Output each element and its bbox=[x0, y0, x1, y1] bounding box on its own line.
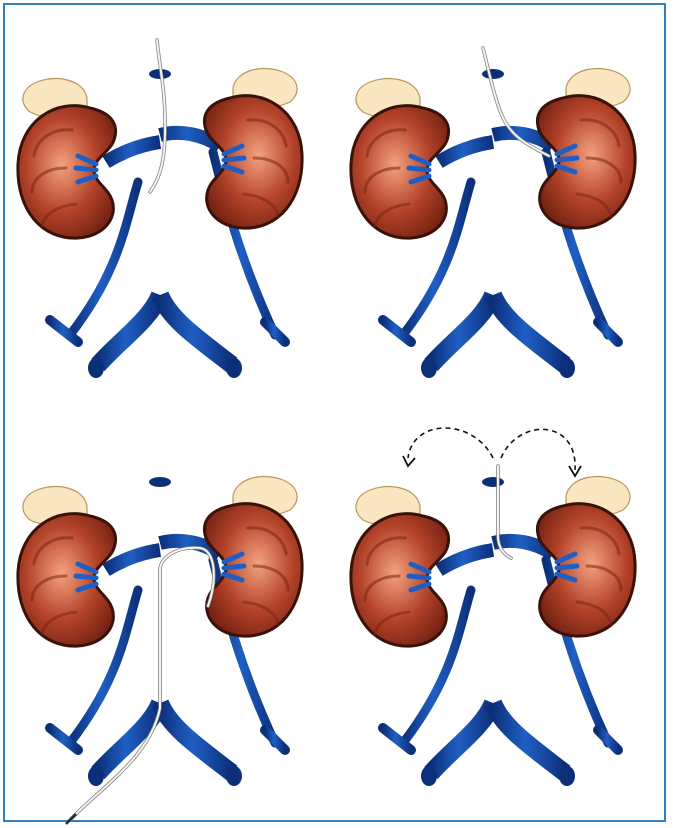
dashed-arrow-right bbox=[501, 429, 575, 470]
panel-3 bbox=[10, 418, 340, 828]
panel-1 bbox=[10, 10, 340, 420]
illustration-svg bbox=[10, 10, 340, 420]
kidney-right bbox=[18, 487, 116, 647]
kidney-left bbox=[204, 477, 302, 637]
dashed-arrow-left bbox=[408, 428, 493, 458]
kidney-right bbox=[351, 79, 449, 239]
iliac-vein-left bbox=[493, 295, 565, 365]
arrowhead-left-icon bbox=[403, 456, 415, 466]
illustration-svg bbox=[343, 418, 673, 828]
kidney-right bbox=[351, 487, 449, 647]
kidney-left bbox=[537, 69, 635, 229]
illustration-svg bbox=[10, 418, 340, 828]
iliac-vein-left bbox=[160, 295, 232, 365]
iliac-vein-left bbox=[493, 703, 565, 773]
kidney-left bbox=[204, 69, 302, 229]
illustration-svg bbox=[343, 10, 673, 420]
iliac-vein-right bbox=[431, 703, 493, 773]
iliac-vein-right bbox=[98, 295, 160, 365]
iliac-vein-left bbox=[160, 703, 232, 773]
kidney-right bbox=[18, 79, 116, 239]
kidney-left bbox=[537, 477, 635, 637]
figure-frame bbox=[3, 3, 666, 822]
catheter-hub bbox=[66, 814, 76, 824]
rotation-arrows bbox=[403, 428, 581, 476]
panel-4 bbox=[343, 418, 673, 828]
panel-2 bbox=[343, 10, 673, 420]
iliac-vein-right bbox=[431, 295, 493, 365]
